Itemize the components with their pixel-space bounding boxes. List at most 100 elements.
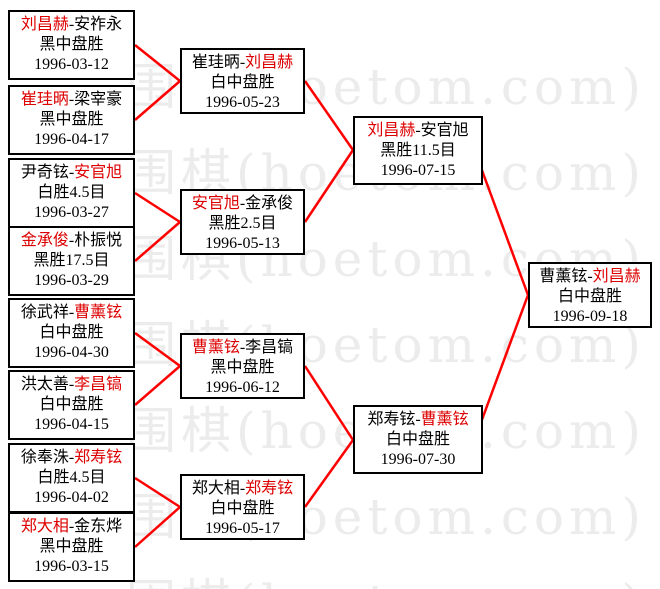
- player-separator: -: [239, 54, 246, 71]
- player-name: 金东烨: [74, 518, 123, 535]
- connector-line: [134, 476, 181, 509]
- player-name: 郑寿铉: [74, 449, 123, 466]
- match-result: 黑胜11.5目: [380, 142, 456, 159]
- player-name: 尹奇铉: [20, 164, 69, 181]
- match-box-r2m3: 曹薰铉-李昌镐 黑中盘胜 1996-06-12: [180, 333, 305, 399]
- match-box-r1m6: 洪太善-李昌镐 白中盘胜 1996-04-15: [8, 370, 135, 440]
- match-players: 曹薰铉-李昌镐: [182, 338, 303, 358]
- player-separator: -: [68, 304, 75, 321]
- player-name: 曹薰铉: [539, 268, 588, 285]
- player-separator: -: [239, 480, 246, 497]
- player-name: 郑寿铉: [245, 480, 294, 497]
- player-name: 崔珪昞: [191, 54, 240, 71]
- match-result: 白中盘胜: [39, 396, 104, 413]
- match-box-final: 曹薰铉-刘昌赫 白中盘胜 1996-09-18: [528, 262, 652, 328]
- match-result: 黑胜2.5目: [208, 215, 277, 232]
- match-result: 黑中盘胜: [210, 359, 275, 376]
- player-name: 崔珪昞: [20, 91, 69, 108]
- player-name: 安官旭: [191, 195, 240, 212]
- match-date: 1996-04-02: [34, 489, 109, 506]
- connector-line: [134, 506, 181, 548]
- match-date: 1996-03-29: [34, 272, 109, 289]
- player-separator: -: [415, 122, 421, 139]
- match-box-r1m8: 郑大相-金东烨 黑中盘胜 1996-03-15: [8, 512, 135, 582]
- player-name: 梁宰豪: [74, 91, 123, 108]
- match-date: 1996-09-18: [552, 308, 628, 325]
- connector-line: [478, 164, 530, 296]
- match-result: 白胜4.5目: [37, 469, 106, 486]
- match-date: 1996-04-30: [34, 344, 109, 361]
- watermark-text: 围棋(hoetom.com): [126, 578, 646, 589]
- match-box-r1m1: 刘昌赫-安祚永 黑中盘胜 1996-03-12: [8, 10, 135, 80]
- connector-line: [134, 191, 181, 224]
- connector-line: [134, 44, 181, 82]
- player-name: 刘昌赫: [245, 54, 294, 71]
- player-name: 安官旭: [420, 122, 469, 139]
- player-name: 金承俊: [20, 232, 69, 249]
- connector-line: [134, 221, 181, 262]
- player-name: 曹薰铉: [191, 339, 240, 356]
- match-box-r1m4: 金承俊-朴振悦 黑胜17.5目 1996-03-29: [8, 226, 135, 296]
- match-date: 1996-03-12: [34, 56, 109, 73]
- match-box-r2m1: 崔珪昞-刘昌赫 白中盘胜 1996-05-23: [180, 48, 305, 114]
- player-name: 安官旭: [74, 164, 123, 181]
- player-separator: -: [68, 91, 75, 108]
- match-result: 黑胜17.5目: [33, 252, 110, 269]
- match-players: 刘昌赫-安祚永: [10, 15, 133, 35]
- player-separator: -: [415, 411, 421, 428]
- player-name: 郑大相: [191, 480, 240, 497]
- match-players: 金承俊-朴振悦: [10, 231, 133, 251]
- player-separator: -: [68, 518, 75, 535]
- player-name: 洪太善: [20, 376, 69, 393]
- match-result: 白中盘胜: [210, 500, 275, 517]
- connector-line: [303, 365, 355, 441]
- match-box-r3m1: 刘昌赫-安官旭 黑胜11.5目 1996-07-15: [353, 116, 483, 185]
- match-result: 白中盘胜: [210, 74, 275, 91]
- match-box-r2m2: 安官旭-金承俊 黑胜2.5目 1996-05-13: [180, 189, 305, 255]
- player-name: 刘昌赫: [20, 16, 69, 33]
- match-players: 徐武祥-曹薰铉: [10, 303, 133, 323]
- match-date: 1996-07-15: [380, 162, 456, 179]
- player-separator: -: [68, 449, 75, 466]
- match-players: 郑大相-郑寿铉: [182, 479, 303, 499]
- player-separator: -: [587, 268, 593, 285]
- player-name: 李昌镐: [74, 376, 123, 393]
- connector-line: [303, 149, 355, 223]
- match-date: 1996-07-30: [380, 451, 456, 468]
- player-name: 李昌镐: [245, 339, 294, 356]
- match-players: 郑大相-金东烨: [10, 517, 133, 537]
- player-separator: -: [68, 16, 75, 33]
- player-name: 徐奉洙: [20, 449, 69, 466]
- match-players: 崔珪昞-梁宰豪: [10, 90, 133, 110]
- connector-line: [303, 80, 355, 151]
- match-players: 崔珪昞-刘昌赫: [182, 53, 303, 73]
- match-result: 白中盘胜: [385, 431, 450, 448]
- player-name: 曹薰铉: [420, 411, 469, 428]
- match-date: 1996-06-12: [205, 379, 280, 396]
- match-players: 安官旭-金承俊: [182, 194, 303, 214]
- match-date: 1996-03-15: [34, 558, 109, 575]
- match-date: 1996-05-13: [205, 235, 280, 252]
- match-result: 黑中盘胜: [39, 36, 104, 53]
- player-name: 郑大相: [20, 518, 69, 535]
- player-separator: -: [68, 376, 75, 393]
- match-box-r1m3: 尹奇铉-安官旭 白胜4.5目 1996-03-27: [8, 158, 135, 228]
- match-players: 尹奇铉-安官旭: [10, 163, 133, 183]
- player-name: 徐武祥: [20, 304, 69, 321]
- match-result: 白胜4.5目: [37, 184, 106, 201]
- match-result: 白中盘胜: [557, 288, 622, 305]
- match-date: 1996-05-23: [205, 94, 280, 111]
- match-date: 1996-04-15: [34, 416, 109, 433]
- match-date: 1996-04-17: [34, 131, 109, 148]
- player-separator: -: [68, 232, 75, 249]
- match-box-r3m2: 郑寿铉-曹薰铉 白中盘胜 1996-07-30: [353, 405, 483, 474]
- match-box-r1m7: 徐奉洙-郑寿铉 白胜4.5目 1996-04-02: [8, 443, 135, 513]
- player-name: 安祚永: [74, 16, 123, 33]
- player-separator: -: [239, 339, 246, 356]
- player-separator: -: [68, 164, 75, 181]
- match-players: 刘昌赫-安官旭: [355, 121, 481, 141]
- connector-line: [134, 365, 181, 406]
- player-separator: -: [239, 195, 246, 212]
